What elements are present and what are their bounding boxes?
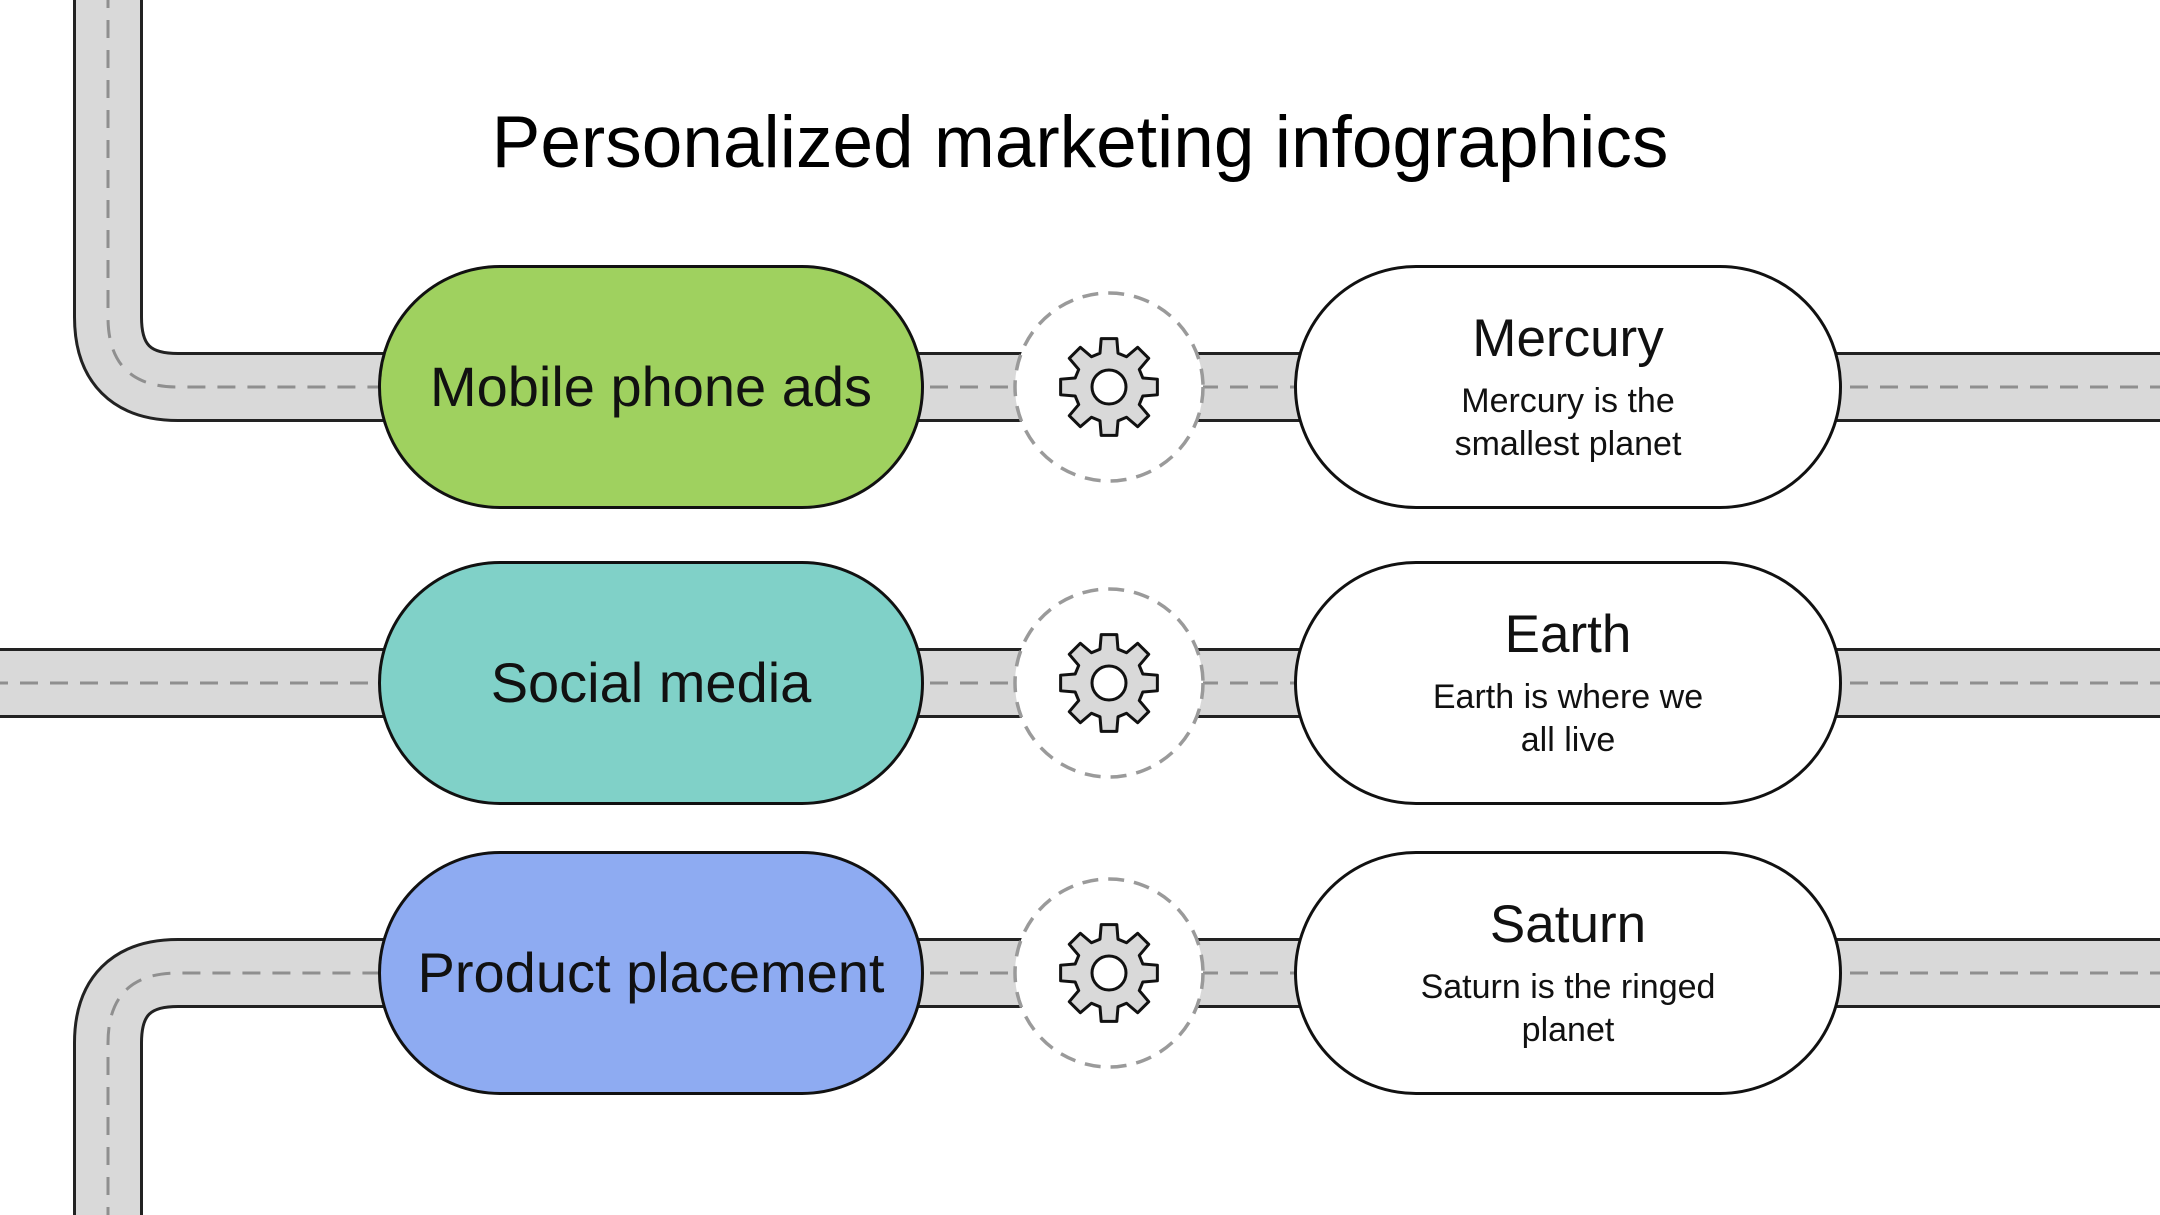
card-heading: Earth bbox=[1504, 605, 1632, 664]
category-product-placement: Product placement bbox=[378, 851, 924, 1095]
track-bottom-entry-dash bbox=[106, 971, 400, 1215]
gear-badge bbox=[1013, 587, 1205, 779]
category-label: Social media bbox=[490, 651, 812, 714]
gear-hub bbox=[1090, 664, 1128, 702]
track-bottom-entry bbox=[76, 941, 400, 1215]
track-top-entry bbox=[76, 0, 400, 419]
card-heading: Mercury bbox=[1472, 309, 1664, 368]
info-card-earth: Earth Earth is where we all live bbox=[1294, 561, 1842, 805]
category-social-media: Social media bbox=[378, 561, 924, 805]
card-heading: Saturn bbox=[1489, 895, 1647, 954]
track-top-entry-dash bbox=[106, 0, 400, 389]
gear-hub bbox=[1090, 954, 1128, 992]
page-title: Personalized marketing infographics bbox=[491, 102, 1669, 183]
info-card-mercury: Mercury Mercury is the smallest planet bbox=[1294, 265, 1842, 509]
track-top-entry-edge bbox=[73, 0, 400, 422]
gear-hub bbox=[1090, 368, 1128, 406]
category-mobile-phone-ads: Mobile phone ads bbox=[378, 265, 924, 509]
gear-badge bbox=[1013, 877, 1205, 1069]
card-description: Saturn is the ringed planet bbox=[1420, 968, 1716, 1049]
info-card-saturn: Saturn Saturn is the ringed planet bbox=[1294, 851, 1842, 1095]
gear-badge bbox=[1013, 291, 1205, 483]
category-label: Mobile phone ads bbox=[429, 355, 873, 418]
category-label: Product placement bbox=[417, 941, 885, 1004]
card-description: Earth is where we all live bbox=[1432, 678, 1704, 759]
card-description: Mercury is the smallest planet bbox=[1454, 382, 1682, 463]
